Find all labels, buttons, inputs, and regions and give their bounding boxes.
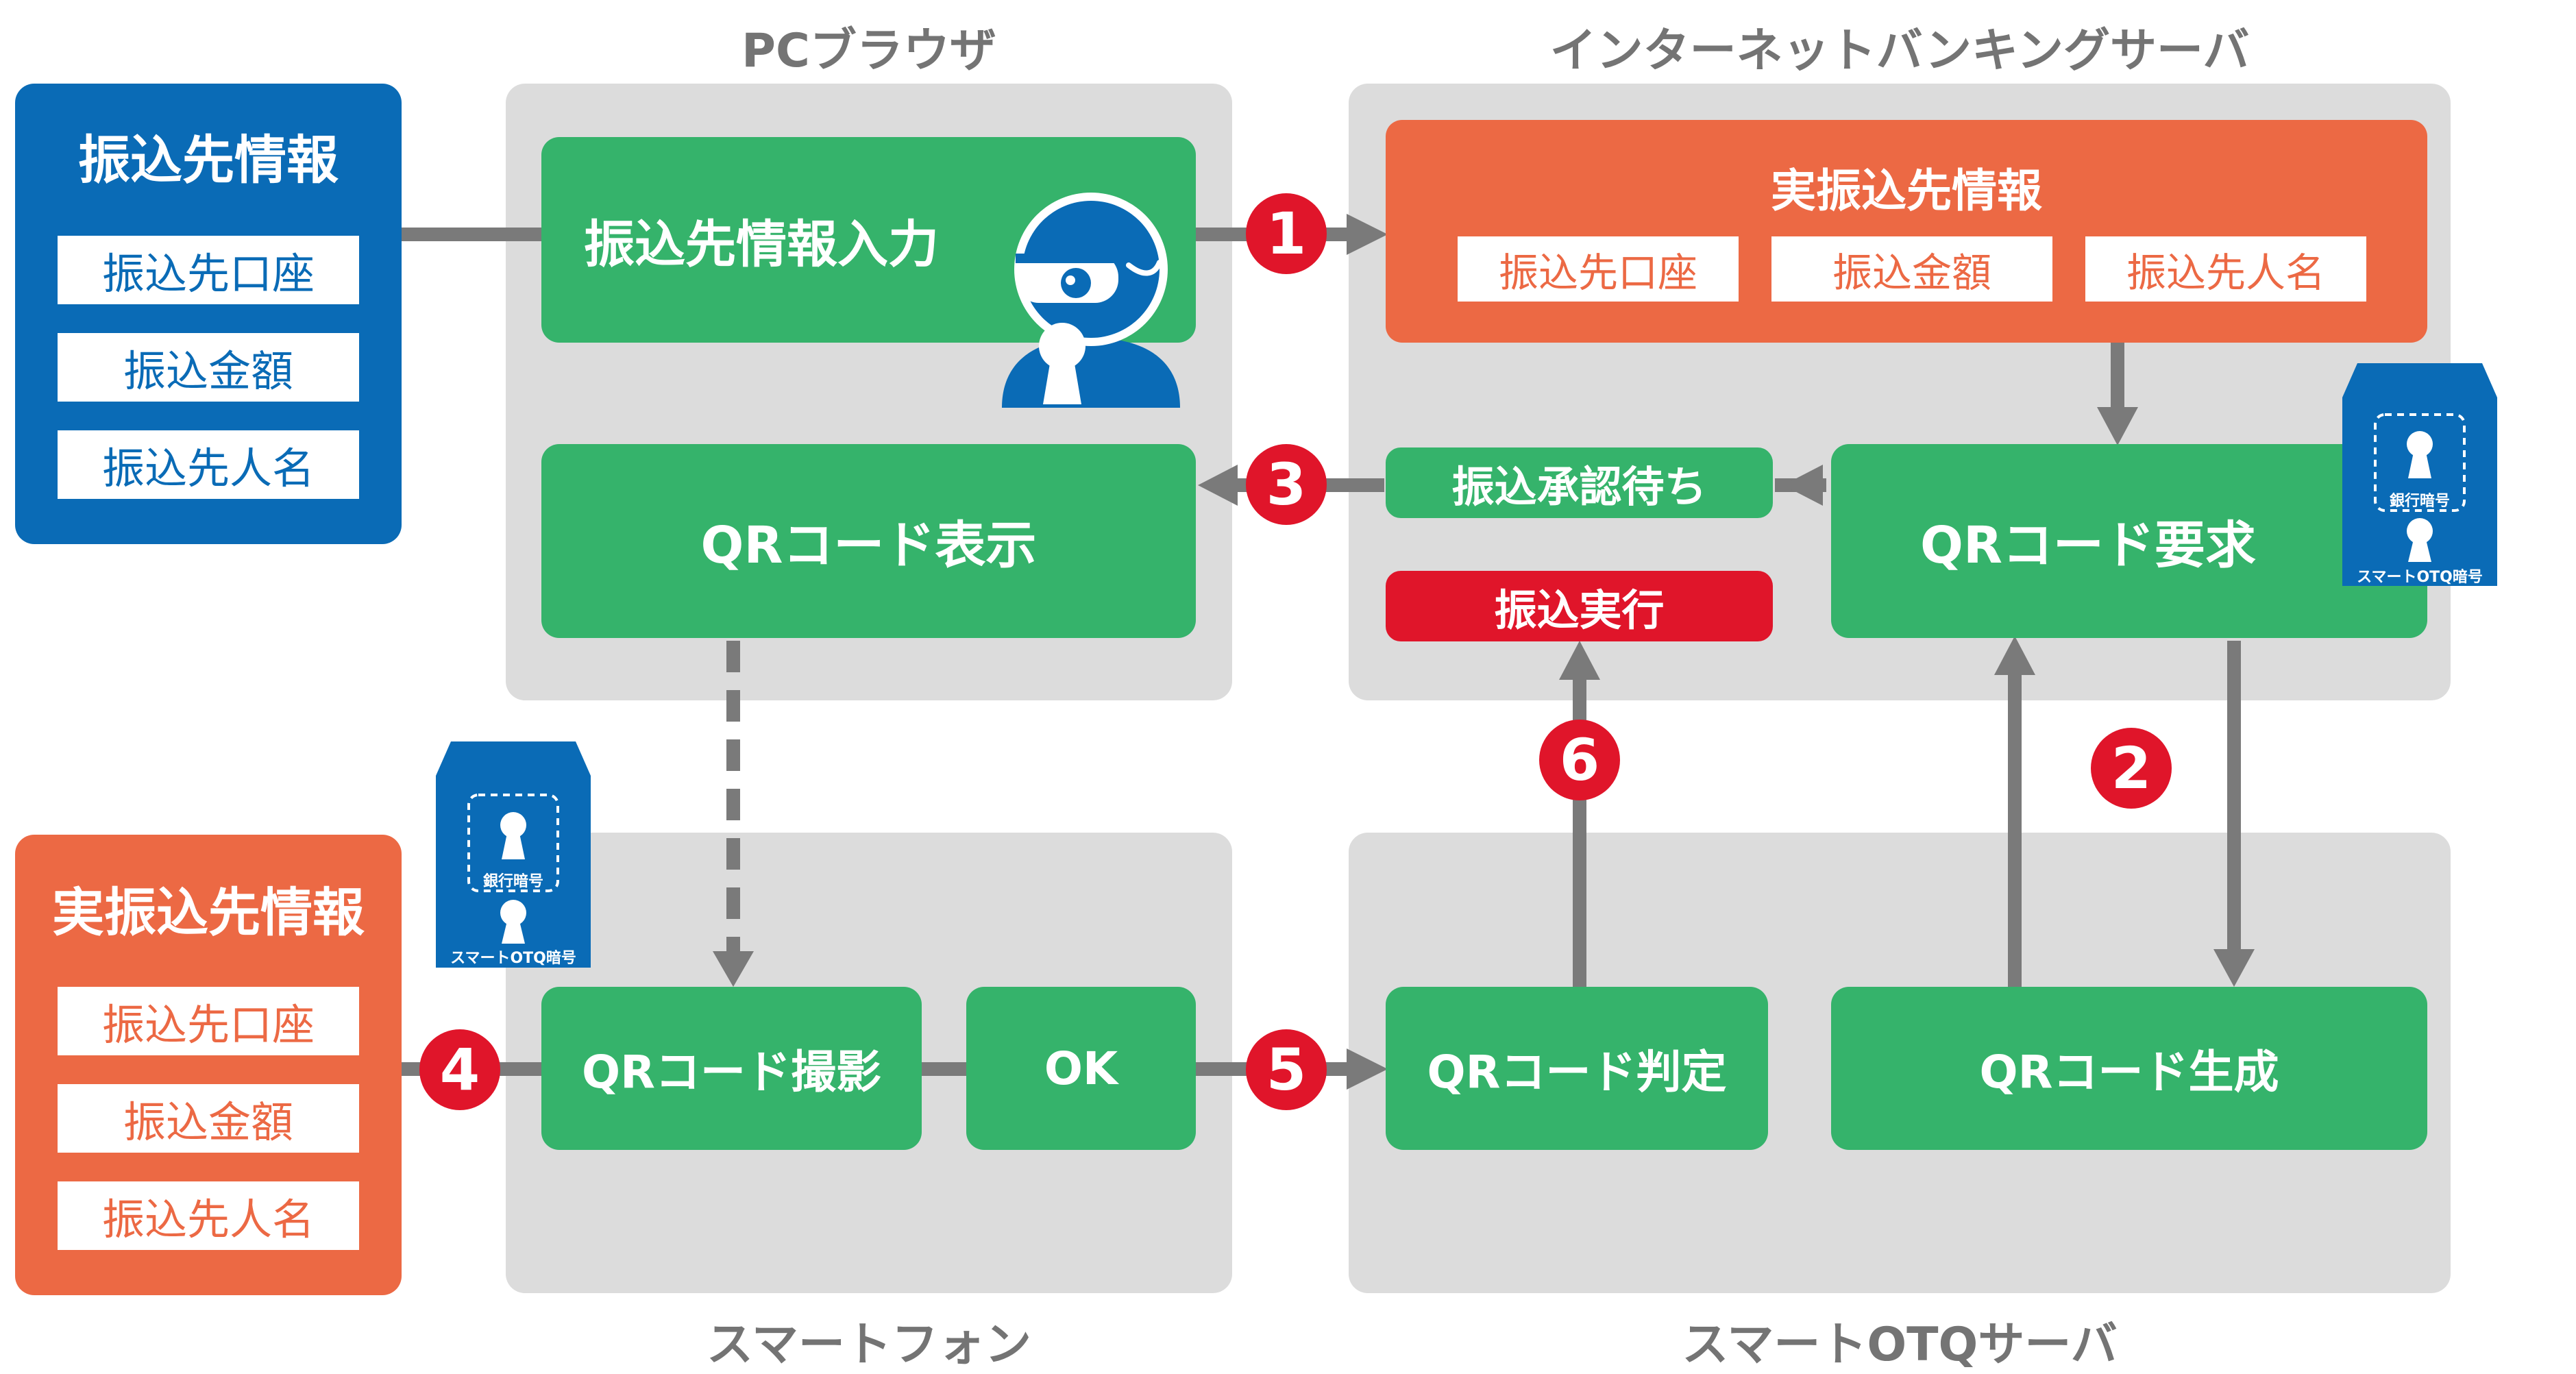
server-field-name: 振込先人名 [2085, 236, 2366, 302]
otq-code-label-lower: スマートOTQ暗号 [450, 950, 576, 967]
ok-label: OK [1044, 1042, 1118, 1095]
qr-display-box: QRコード表示 [541, 444, 1196, 638]
arrowhead-generate [2213, 949, 2255, 987]
transfer-execute-box: 振込実行 [1386, 571, 1773, 641]
qr-capture-label: QRコード撮影 [582, 1046, 881, 1099]
envelope-shape [2342, 363, 2497, 586]
arrowhead-capture [713, 951, 754, 987]
transfer-info-field-account: 振込先口座 [58, 236, 359, 304]
step-badge-4: 4 [419, 1029, 500, 1110]
ok-box: OK [966, 987, 1196, 1150]
server-real-transfer-info: 実振込先情報 振込先口座 振込金額 振込先人名 [1386, 120, 2427, 343]
envelope-shape-lower [436, 741, 591, 968]
keyhole-icon [500, 812, 526, 859]
server-field-account: 振込先口座 [1458, 236, 1739, 302]
transfer-info-card: 振込先情報 振込先口座 振込金額 振込先人名 [15, 84, 402, 544]
arrowhead-judge [1347, 1048, 1388, 1090]
transfer-info-field-name: 振込先人名 [58, 430, 359, 499]
arrowhead-request [2097, 407, 2138, 445]
arrowhead-request-up [1994, 636, 2035, 675]
caption-otq-server: スマートOTQサーバ [1682, 1318, 2118, 1372]
step-badge-1: 1 [1246, 193, 1327, 274]
caption-ib-server: インターネットバンキングサーバ [1549, 24, 2250, 78]
qr-generate-box: QRコード生成 [1831, 987, 2427, 1150]
envelope-upper: 銀行暗号 スマートOTQ暗号 [2342, 363, 2497, 586]
arrowhead-display [1198, 465, 1238, 506]
qr-generate-label: QRコード生成 [1979, 1046, 2279, 1099]
real-transfer-field-name: 振込先人名 [58, 1181, 359, 1250]
real-transfer-field-amount: 振込金額 [58, 1084, 359, 1153]
arrowhead-approval [1783, 465, 1823, 506]
qr-request-label: QRコード要求 [1920, 516, 2256, 575]
arrowhead-server [1347, 214, 1388, 255]
transfer-info-title: 振込先情報 [78, 130, 339, 191]
qr-judge-box: QRコード判定 [1386, 987, 1768, 1150]
approval-wait-box: 振込承認待ち [1386, 447, 1773, 518]
server-field-amount: 振込金額 [1771, 236, 2052, 302]
step-badge-2: 2 [2091, 728, 2172, 809]
real-transfer-field-account: 振込先口座 [58, 987, 359, 1055]
qr-capture-box: QRコード撮影 [541, 987, 922, 1150]
bank-code-label-lower: 銀行暗号 [482, 873, 543, 890]
real-transfer-info-card: 実振込先情報 振込先口座 振込金額 振込先人名 [15, 835, 402, 1295]
step-badge-6: 6 [1539, 720, 1620, 800]
otq-code-label: スマートOTQ暗号 [2357, 569, 2483, 586]
envelope-lower: 銀行暗号 スマートOTQ暗号 [436, 741, 591, 968]
keyhole-icon [2407, 431, 2433, 478]
caption-smartphone: スマートフォン [707, 1318, 1031, 1372]
transfer-execute-label: 振込実行 [1494, 585, 1665, 635]
server-real-transfer-title: 実振込先情報 [1771, 164, 2042, 217]
transfer-info-field-amount: 振込金額 [58, 333, 359, 402]
bank-code-label: 銀行暗号 [2389, 493, 2450, 510]
keyhole-icon [2407, 518, 2433, 562]
arrowhead-execute [1559, 641, 1600, 680]
real-transfer-info-title: 実振込先情報 [52, 882, 365, 943]
step-badge-5: 5 [1246, 1029, 1327, 1110]
qr-request-box: QRコード要求 [1831, 444, 2427, 638]
caption-pc-browser: PCブラウザ [741, 24, 996, 78]
qr-display-label: QRコード表示 [700, 516, 1037, 575]
keyhole-icon [500, 900, 526, 944]
transfer-info-input-label: 振込先情報入力 [584, 214, 939, 274]
hacker-icon [1002, 193, 1180, 408]
approval-wait-label: 振込承認待ち [1451, 461, 1707, 512]
step-badge-3: 3 [1246, 444, 1327, 525]
qr-judge-label: QRコード判定 [1427, 1046, 1727, 1099]
